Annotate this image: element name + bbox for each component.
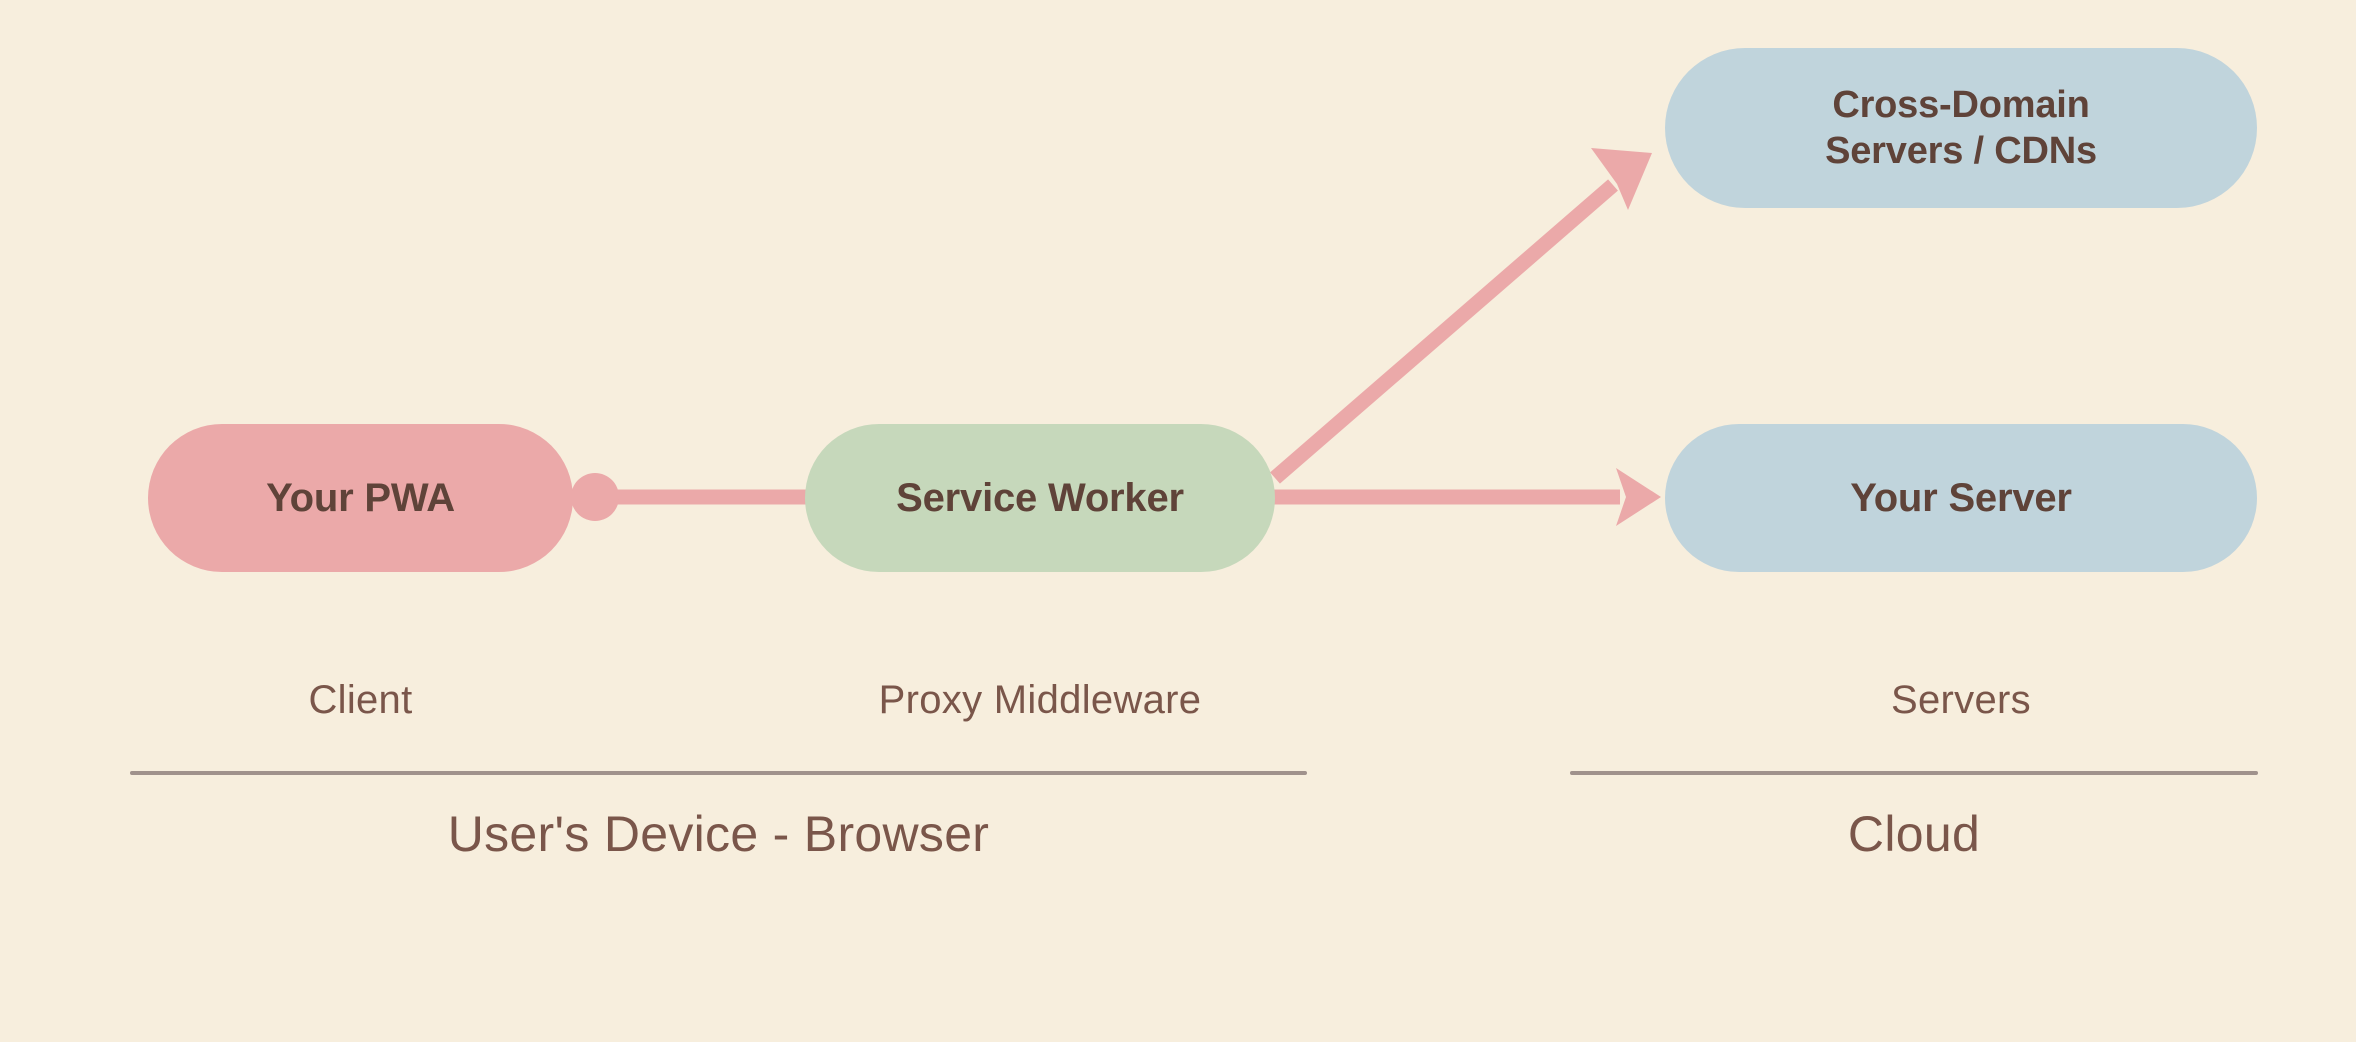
edge-line-sw-cdn [1270,179,1618,484]
divider-cloud-zone [1570,771,2258,775]
zone-caption-proxy-middleware: Proxy Middleware [878,678,1202,722]
node-service-worker[interactable]: Service Worker [805,424,1275,572]
zone-title-cloud: Cloud [1847,806,1981,862]
node-cross-domain-servers-label: Cross-Domain Servers / CDNs [1825,83,2097,172]
node-cross-domain-servers[interactable]: Cross-Domain Servers / CDNs [1665,48,2257,208]
node-service-worker-label: Service Worker [896,475,1184,520]
zone-caption-servers: Servers [1891,678,2031,722]
node-your-server[interactable]: Your Server [1665,424,2257,572]
edge-pwa-to-service-worker [571,473,810,521]
edge-source-dot [571,473,619,521]
divider-device-zone [130,771,1307,775]
arrowhead-to-cross-domain [1591,148,1652,210]
zone-caption-client: Client [308,678,413,722]
edge-service-worker-to-your-server [1272,468,1661,526]
arrowhead-to-your-server [1616,468,1661,526]
node-your-pwa-label: Your PWA [266,475,455,520]
node-your-server-label: Your Server [1850,475,2072,520]
node-your-pwa[interactable]: Your PWA [148,424,573,572]
zone-title-users-device-browser: User's Device - Browser [447,806,990,862]
edge-service-worker-to-cross-domain [1270,148,1652,484]
